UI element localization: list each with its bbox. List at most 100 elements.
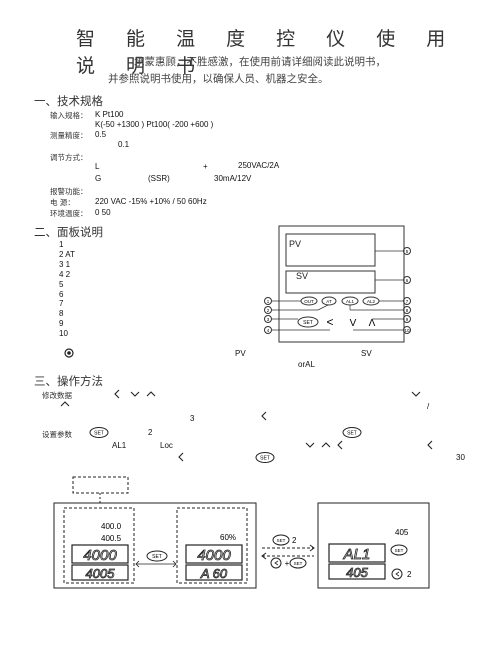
- lcd1-sv: 4005: [86, 566, 116, 581]
- section-heading-specs: 一、技术规格: [34, 94, 103, 108]
- panel-item: 9: [59, 319, 64, 329]
- panel-item: 6: [59, 289, 64, 299]
- intro-line-2: 并参照说明书使用，以确保人员、机器之安全。: [108, 73, 329, 85]
- input-spec-label: 输入规格：: [50, 111, 88, 120]
- right-callouts: 5 6 7 8 9 10: [403, 247, 411, 334]
- precision-value-pt: 0.1: [118, 140, 130, 149]
- left-arrow-icon: [178, 452, 184, 462]
- plus-sign: +: [285, 559, 290, 568]
- down-key-icon: V: [350, 318, 357, 329]
- precision-value-k: 0.5: [95, 130, 107, 139]
- modify-keys: [114, 389, 156, 399]
- hold-2s: 2: [292, 536, 297, 545]
- section-heading-operation: 三、操作方法: [34, 374, 103, 388]
- pv-label: PV: [289, 239, 301, 249]
- out-label: OUT: [304, 299, 314, 304]
- section-heading-panel: 二、面板说明: [34, 225, 103, 239]
- value-400-0: 400.0: [101, 522, 122, 531]
- operation-diagram: 400.0 400.5 60% 4000 4005 SET 4000 A 60 …: [53, 476, 430, 589]
- control-ssr-rating: 30mA/12V: [214, 174, 252, 183]
- panel-item: 1: [59, 240, 64, 249]
- al1-text: AL1: [112, 441, 127, 450]
- left-key-icon: [270, 557, 282, 569]
- panel-item: 7: [59, 299, 64, 309]
- env-temp-label: 环境温度：: [50, 209, 88, 218]
- repeat-2: 2: [407, 570, 412, 579]
- target-icon: [64, 348, 74, 358]
- up-key-icon: Λ: [369, 318, 376, 329]
- panel-item: 2 AT: [59, 249, 75, 259]
- set-param-label: 设置参数: [42, 430, 72, 439]
- power-value: 220 VAC -15% +10% / 50 60Hz: [95, 197, 207, 206]
- input-range-value: K(-50 +1300 ) Pt100( -200 +600 ): [95, 120, 214, 129]
- control-g: G: [95, 174, 102, 183]
- down-arrow-icon: [130, 391, 140, 397]
- timeout-30: 30: [456, 453, 465, 462]
- nav-keys: [305, 440, 343, 450]
- left-arrow-icon: [114, 389, 120, 399]
- value-405: 405: [395, 528, 409, 537]
- callout-number: 4: [267, 328, 270, 333]
- up-arrow-icon: [321, 442, 331, 448]
- value-60-percent: 60%: [220, 533, 236, 542]
- set-key-icon: SET: [89, 427, 109, 438]
- callout-number: 7: [406, 299, 409, 304]
- sv-label: SV: [296, 271, 308, 281]
- slash-mark: /: [427, 402, 430, 411]
- alarm-label: 报警功能：: [50, 187, 88, 196]
- up-arrow-icon: [146, 391, 156, 397]
- pv-display: [285, 233, 376, 267]
- set-key-label: SET: [152, 554, 162, 560]
- control-relay-rating: 250VAC/2A: [238, 161, 280, 170]
- control-mode-label: 调节方式：: [50, 153, 88, 162]
- callout-number: 5: [406, 249, 409, 254]
- set-key-label: SET: [303, 320, 313, 326]
- callout-number: 3: [267, 317, 270, 322]
- oral-note: orAL: [298, 360, 315, 369]
- set-key-icon: SET: [255, 452, 275, 463]
- panel-item-list: 1 2 AT 3 1 4 2 5 6 7 8 9 10: [59, 240, 75, 339]
- at-label: AT: [326, 299, 332, 304]
- lcd2-sv: A 60: [200, 566, 228, 581]
- precision-label: 测量精度：: [50, 131, 88, 140]
- left-callouts: 1 2 3 4: [264, 297, 272, 334]
- set-key-icon: SET: [342, 427, 362, 438]
- env-temp-value: 0 50: [95, 208, 111, 217]
- left-arrow-icon: [427, 440, 433, 450]
- al2-label: AL2: [367, 299, 376, 304]
- panel-item: 3 1: [59, 259, 71, 269]
- at-indicator: [321, 296, 337, 306]
- down-arrow-icon: [411, 391, 421, 397]
- callout-number: 10: [404, 328, 410, 333]
- pv-note: PV: [235, 349, 246, 358]
- value-400-5: 400.5: [101, 534, 122, 543]
- sv-display: [285, 270, 376, 294]
- lcd2-pv: 4000: [197, 547, 231, 564]
- lcd1-pv: 4000: [83, 547, 117, 564]
- intro-line-1: 承蒙惠顾，不胜感激，在使用前请详细阅读此说明书，: [134, 56, 386, 68]
- set-key-label: SET: [277, 538, 286, 543]
- left-arrow-icon: [261, 411, 267, 421]
- left-key-icon: <: [326, 315, 333, 329]
- page-title: 智 能 温 度 控 仪 使 用 说 明 书: [76, 28, 458, 77]
- up-arrow-icon: [60, 401, 70, 407]
- lcd3-pv: AL1: [343, 546, 371, 563]
- control-plus: +: [203, 162, 208, 171]
- input-spec-value: K Pt100: [95, 110, 124, 119]
- al1-label: AL1: [346, 299, 355, 304]
- power-label: 电 源：: [50, 198, 75, 207]
- svg-text:SET: SET: [260, 456, 270, 462]
- down-arrow-icon: [305, 442, 315, 448]
- set-key: [297, 316, 319, 328]
- svg-text:SET: SET: [347, 431, 357, 437]
- svg-text:SET: SET: [94, 431, 104, 437]
- callout-number: 8: [406, 308, 409, 313]
- hold-seconds: 2: [148, 428, 153, 437]
- panel-item: 10: [59, 329, 68, 339]
- set-key-label: SET: [294, 561, 303, 566]
- controller-panel: PV SV OUT AT AL1 AL2 SET < V Λ 1 2 3 4 5…: [264, 225, 411, 343]
- control-l: L: [95, 162, 100, 171]
- sv-note: SV: [361, 349, 372, 358]
- set-key-label: SET: [395, 548, 404, 553]
- left-key-icon: [391, 568, 403, 580]
